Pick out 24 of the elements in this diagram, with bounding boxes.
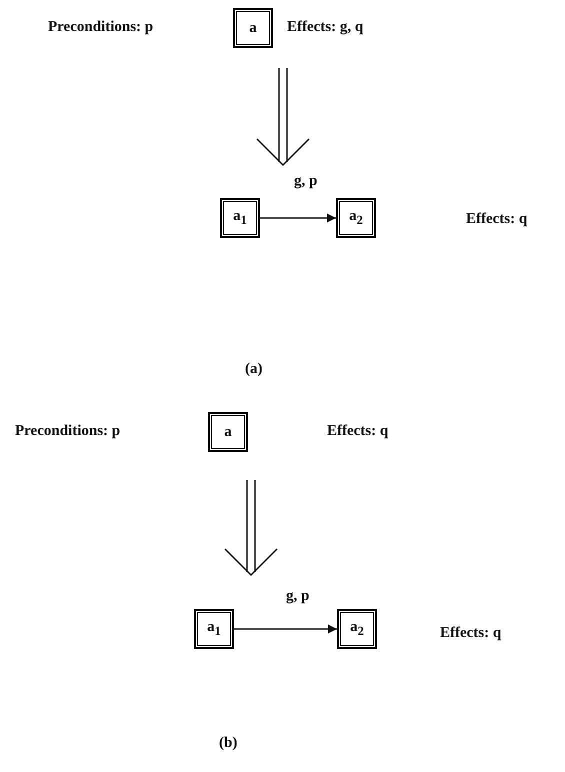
action-name: a	[249, 20, 257, 36]
action-box	[337, 609, 377, 649]
edge-label: g, p	[286, 589, 310, 604]
action-name: a$_{1}$	[207, 619, 221, 639]
action-name: a$_{2}$	[349, 208, 363, 228]
text-label: Effects: q	[466, 212, 528, 227]
text-label: Effects: q	[440, 626, 502, 641]
arrow	[234, 624, 337, 634]
text-label: Preconditions: p	[15, 424, 120, 439]
action-name: a	[224, 424, 232, 440]
text-label: Preconditions: p	[48, 20, 154, 35]
action-box	[194, 609, 234, 649]
edge-label: g, p	[294, 174, 318, 189]
action-annotation: Effects: g, q	[287, 20, 364, 35]
action-box	[220, 198, 260, 238]
action-box	[208, 412, 248, 452]
action-box	[336, 198, 376, 238]
action-name: a$_{2}$	[350, 619, 364, 639]
action-name: a$_{1}$	[233, 208, 247, 228]
arrow	[260, 214, 336, 222]
text-label: (a)	[245, 362, 262, 377]
text-label: Effects: q	[327, 424, 388, 439]
text-label: (b)	[219, 736, 238, 751]
action-box	[233, 8, 273, 48]
